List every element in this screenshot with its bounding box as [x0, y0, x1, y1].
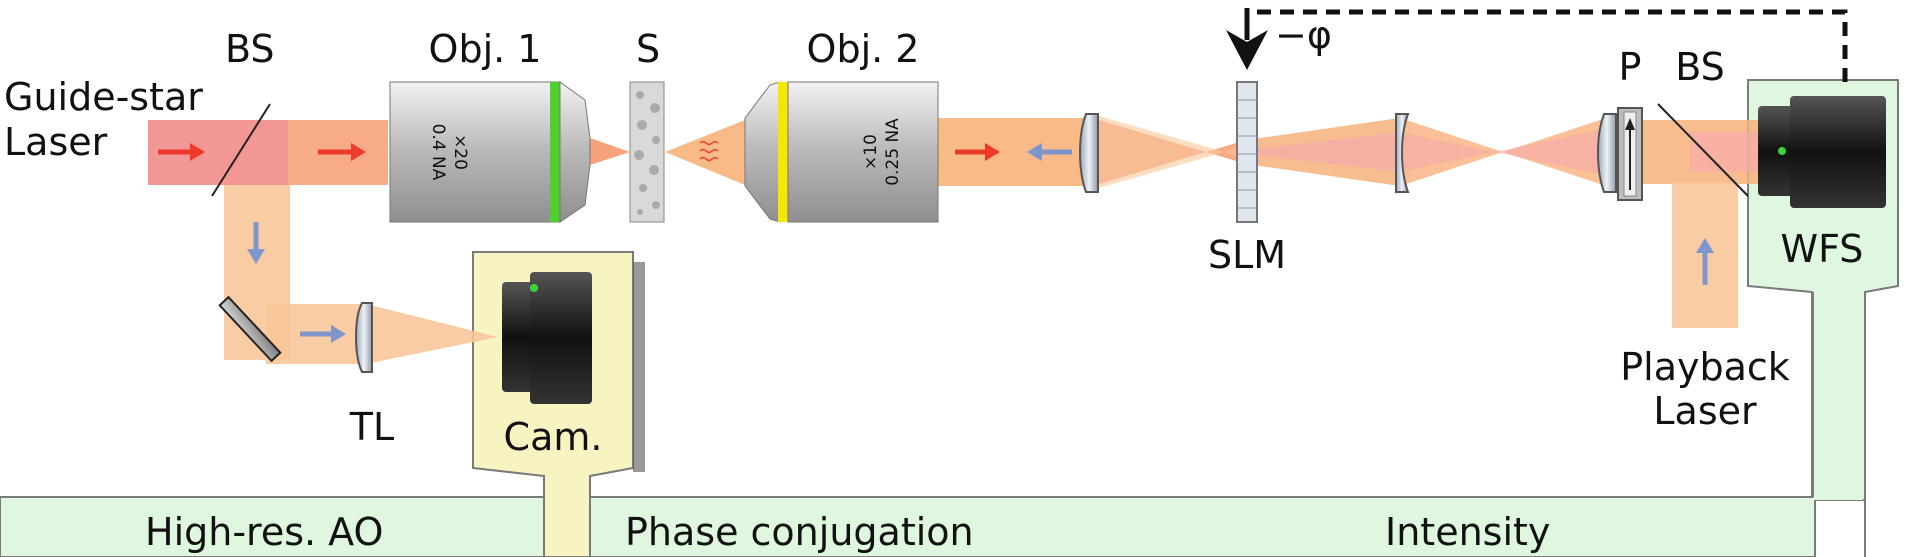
arrow-blue-right: [300, 325, 346, 343]
obj2-focus-cone: [665, 120, 745, 185]
label-phase: −φ: [1275, 13, 1332, 57]
obj2-color-ring: [778, 82, 788, 222]
obj1-numerical-aperture: 0.4 NA: [428, 124, 448, 181]
objective-1: [389, 81, 591, 223]
objective-2: [744, 81, 939, 223]
relay-lens-2: [1395, 113, 1410, 193]
label-slm: SLM: [1208, 233, 1286, 277]
bottom-control-bar: [0, 496, 1816, 557]
feedback-dashed-line: [1247, 9, 1848, 82]
label-wfs: WFS: [1781, 227, 1864, 271]
relay-lens-1: [1079, 113, 1099, 193]
mode-high-res-ao: High-res. AO: [145, 510, 383, 554]
arrow-red-3: [955, 143, 1000, 161]
scatter-waves: [699, 140, 719, 162]
cam-indicator-icon: [530, 284, 538, 292]
obj2-numerical-aperture: 0.25 NA: [883, 118, 903, 186]
label-tl: TL: [349, 405, 394, 449]
obj1-color-ring: [550, 82, 560, 222]
scattering-sample: [629, 81, 665, 223]
label-obj1: Obj. 1: [429, 27, 542, 71]
obj1-magnification: ×20: [450, 134, 470, 170]
beam-lens1-slm-outer: [1092, 114, 1246, 190]
label-obj2: Obj. 2: [807, 27, 920, 71]
arrow-red-1: [158, 143, 205, 161]
tube-lens: [355, 302, 373, 373]
mode-phase-conjugation: Phase conjugation: [625, 510, 974, 554]
label-bs-right: BS: [1675, 45, 1725, 89]
bs-right-splitter: [1657, 103, 1749, 197]
camera: [502, 272, 592, 404]
arrow-blue-up: [1696, 238, 1714, 285]
wfs-connector: [1813, 290, 1863, 500]
polarizer: [1617, 107, 1643, 201]
camera-panel-shadow: [633, 262, 645, 472]
arrow-blue-down: [247, 222, 265, 264]
slm-device: [1236, 81, 1258, 223]
wfs-camera: [1758, 96, 1886, 208]
obj1-focus-cone: [590, 138, 630, 165]
arrow-red-2: [318, 143, 366, 161]
feedback-arrow-icon: [1226, 8, 1268, 70]
beam-tl-to-cam: [366, 304, 498, 364]
label-cam: Cam.: [504, 415, 603, 459]
fold-mirror: [218, 295, 282, 363]
bs-left-splitter: [211, 103, 271, 197]
beam-slm-lens2-pink: [1246, 132, 1400, 172]
arrow-blue-left: [1027, 143, 1072, 161]
label-guide-line2: Laser: [4, 120, 108, 164]
label-sample: S: [636, 27, 660, 71]
beam-lens2-lens3-pink: [1400, 130, 1600, 174]
label-guide-line1: Guide-star: [4, 75, 203, 119]
mode-intensity: Intensity: [1385, 510, 1550, 554]
obj2-magnification: ×10: [861, 134, 881, 170]
wfs-indicator-icon: [1778, 147, 1786, 155]
label-playback-line1: Playback: [1620, 345, 1790, 389]
label-playback-line2: Laser: [1653, 389, 1757, 433]
label-polarizer: P: [1619, 45, 1642, 89]
relay-lens-3: [1597, 113, 1617, 193]
label-bs-left: BS: [225, 27, 275, 71]
